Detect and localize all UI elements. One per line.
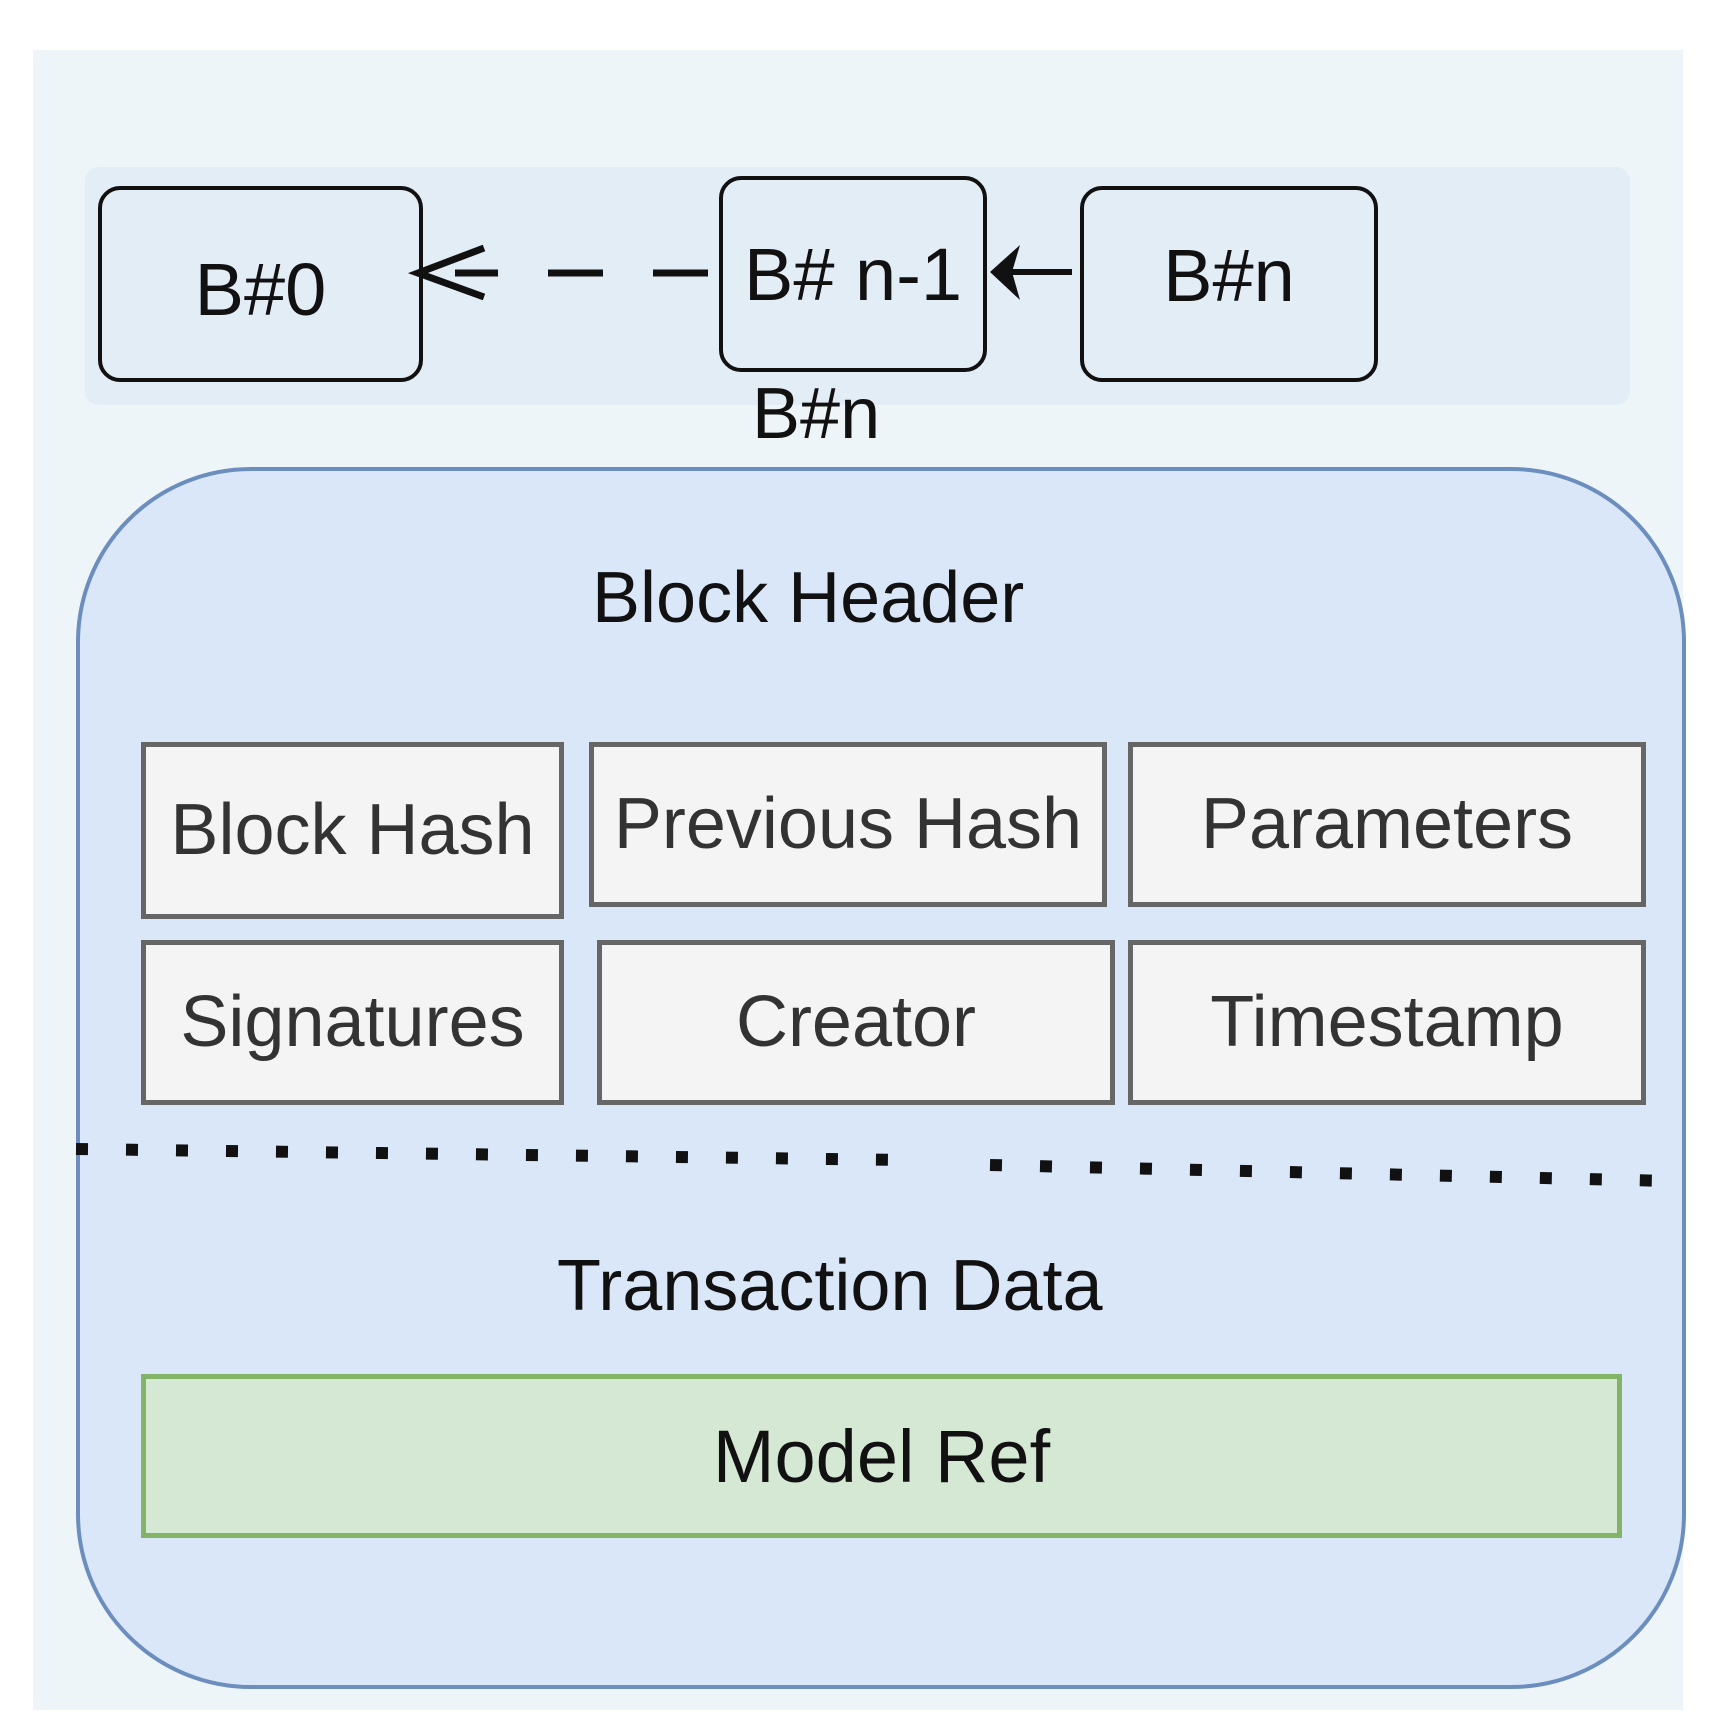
model-ref-label: Model Ref: [712, 1414, 1051, 1498]
current-block-label: B#n: [1163, 233, 1295, 317]
parameters-label: Parameters: [1200, 784, 1574, 865]
previous-block: B# n-1: [719, 176, 987, 372]
block-caption: B#n: [752, 374, 881, 454]
block-header-title: Block Header: [592, 558, 1025, 638]
block-hash-label: Block Hash: [170, 790, 535, 871]
genesis-block-label: B#0: [194, 247, 327, 331]
model-ref-field: Model Ref: [141, 1374, 1622, 1538]
block-hash-field: Block Hash: [141, 742, 564, 919]
transaction-data-title: Transaction Data: [557, 1246, 1103, 1326]
creator-label: Creator: [735, 982, 977, 1063]
open-arrowhead-icon: [407, 244, 486, 301]
signatures-field: Signatures: [141, 940, 564, 1105]
creator-field: Creator: [597, 940, 1115, 1105]
parameters-field: Parameters: [1128, 742, 1646, 907]
timestamp-field: Timestamp: [1128, 940, 1646, 1105]
previous-block-label: B# n-1: [743, 232, 963, 316]
timestamp-label: Timestamp: [1210, 982, 1564, 1063]
previous-hash-field: Previous Hash: [589, 742, 1107, 907]
genesis-block: B#0: [98, 186, 423, 382]
dotted-divider-right: [989, 1159, 1671, 1187]
dotted-divider-left: [75, 1143, 906, 1166]
signatures-label: Signatures: [180, 982, 525, 1063]
previous-hash-label: Previous Hash: [613, 784, 1083, 865]
current-block: B#n: [1080, 186, 1378, 382]
filled-arrowhead-icon: [990, 245, 1020, 300]
